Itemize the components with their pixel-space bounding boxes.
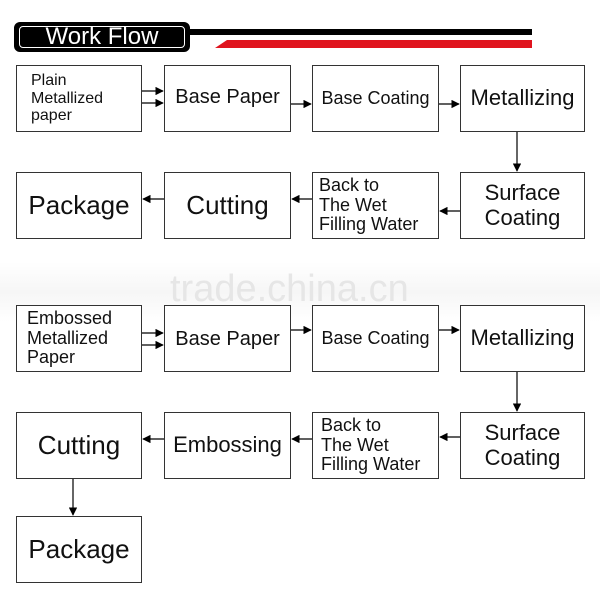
flow2-embossing-label: Embossing	[173, 432, 282, 458]
flow2-back-to-wet-box: Back to The Wet Filling Water	[312, 412, 439, 479]
flow2-base-paper-label: Base Paper	[175, 327, 280, 350]
flow2-base-coating-box: Base Coating	[312, 305, 439, 372]
flow1-package-label: Package	[28, 190, 130, 221]
flow2-cutting-label: Cutting	[37, 430, 121, 461]
flow1-cutting-label: Cutting	[186, 190, 269, 221]
flow1-metallizing-label: Metallizing	[470, 85, 575, 111]
title-banner: Work Flow	[14, 22, 190, 52]
flow1-start-label: Plain Metallized paper	[31, 72, 104, 125]
flow2-package-box: Package	[16, 516, 142, 583]
flow2-back-to-wet-label: Back to The Wet Filling Water	[321, 414, 421, 475]
flow1-back-to-wet-box: Back to The Wet Filling Water	[312, 172, 439, 239]
flow2-metallizing-label: Metallizing	[470, 325, 575, 351]
flow1-package-box: Package	[16, 172, 142, 239]
flow1-start-box: Plain Metallized paper	[16, 65, 142, 132]
flow1-base-paper-label: Base Paper	[175, 86, 280, 108]
watermark: trade.china.cn	[170, 268, 409, 310]
flow1-surface-coating-box: Surface Coating	[460, 172, 585, 239]
flow2-cutting-box: Cutting	[16, 412, 142, 479]
flow2-start-label: Embossed Metallized Paper	[27, 307, 113, 368]
header-stripe-black	[190, 29, 532, 35]
flow1-surface-coating-label: Surface Coating	[484, 180, 561, 230]
flow2-surface-coating-box: Surface Coating	[460, 412, 585, 479]
flow2-start-box: Embossed Metallized Paper	[16, 305, 142, 372]
flow2-embossing-box: Embossing	[164, 412, 291, 479]
flow1-base-paper-box: Base Paper	[164, 65, 291, 132]
page-title: Work Flow	[19, 25, 185, 49]
flow1-base-coating-box: Base Coating	[312, 65, 439, 132]
flow2-surface-coating-label: Surface Coating	[484, 420, 561, 470]
flow2-base-coating-label: Base Coating	[321, 327, 430, 348]
flow2-base-paper-box: Base Paper	[164, 305, 291, 372]
flow1-cutting-box: Cutting	[164, 172, 291, 239]
flow1-metallizing-box: Metallizing	[460, 65, 585, 132]
flow1-base-coating-label: Base Coating	[321, 87, 430, 108]
flow2-metallizing-box: Metallizing	[460, 305, 585, 372]
flow1-back-to-wet-label: Back to The Wet Filling Water	[319, 174, 419, 235]
header-stripe-red	[215, 40, 532, 48]
flow2-package-label: Package	[28, 534, 130, 565]
